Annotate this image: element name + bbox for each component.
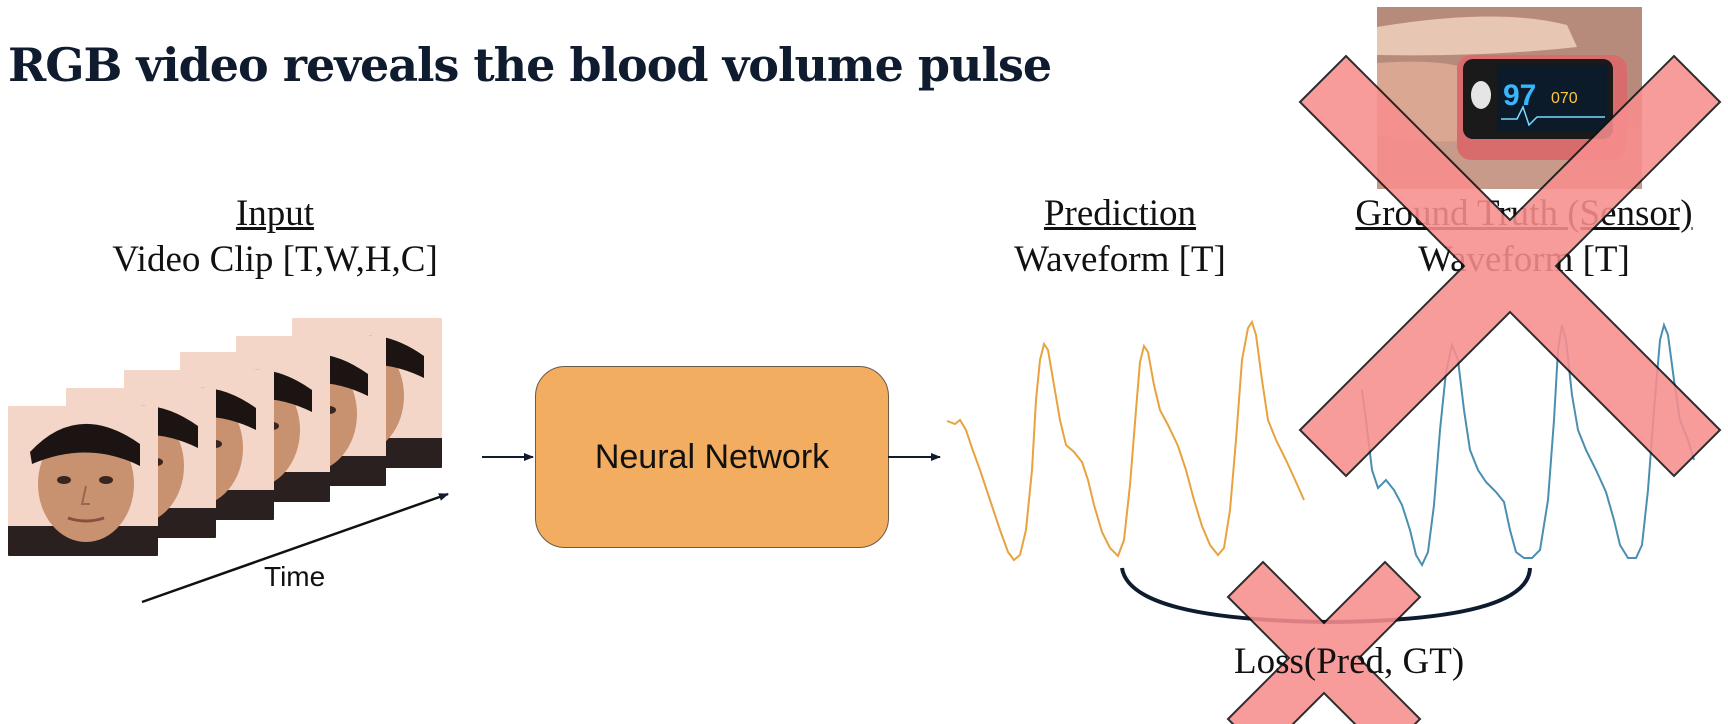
- input-caption: Input Video Clip [T,W,H,C]: [70, 192, 480, 284]
- ground-truth-waveform: [1361, 321, 1695, 568]
- prediction-waveform: [946, 319, 1305, 562]
- time-label: Time: [264, 561, 326, 592]
- slide-title: RGB video reveals the blood volume pulse: [8, 38, 1052, 92]
- prediction-caption: Prediction Waveform [T]: [990, 192, 1250, 284]
- video-frame: [8, 406, 158, 556]
- input-subtitle: Video Clip [T,W,H,C]: [112, 239, 438, 280]
- ground-truth-cross-icon: [1298, 54, 1722, 478]
- loss-arc: [1120, 567, 1532, 625]
- oximeter-spo2: 97: [1503, 79, 1536, 112]
- loss-cross-icon: [1226, 560, 1422, 724]
- neural-network-label: Neural Network: [594, 437, 830, 476]
- input-heading: Input: [235, 193, 315, 234]
- loss-label: Loss(Pred, GT): [1234, 641, 1465, 682]
- prediction-heading: Prediction: [1043, 193, 1197, 234]
- prediction-subtitle: Waveform [T]: [1014, 239, 1226, 280]
- neural-network-box: Neural Network: [535, 366, 889, 548]
- oximeter-rate: 070: [1551, 90, 1578, 107]
- time-arrow: [141, 492, 449, 604]
